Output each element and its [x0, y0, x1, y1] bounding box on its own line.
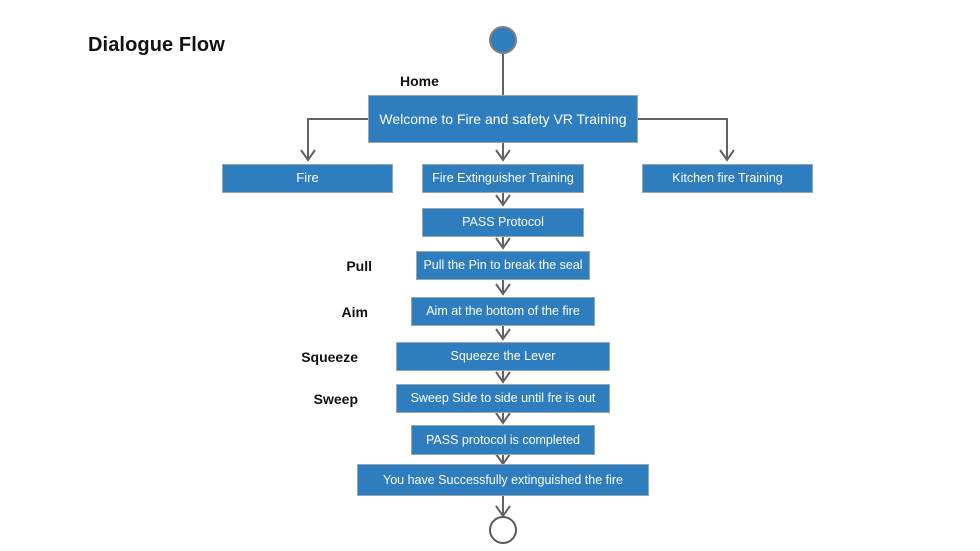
node-squeeze-step[interactable]: Squeeze the Lever — [396, 342, 610, 371]
node-success[interactable]: You have Successfully extinguished the f… — [357, 464, 649, 496]
end-circle[interactable] — [489, 516, 517, 544]
arrowhead-pass-protocol — [495, 194, 511, 207]
node-pass-completed[interactable]: PASS protocol is completed — [411, 425, 595, 455]
arrowhead-extinguisher — [495, 149, 511, 162]
step-label-squeeze: Squeeze — [301, 349, 358, 365]
node-aim-step[interactable]: Aim at the bottom of the fire — [411, 297, 595, 326]
arrowhead-sweep — [495, 371, 511, 384]
start-circle[interactable] — [489, 26, 517, 54]
arrowhead-pull — [495, 237, 511, 250]
arrowhead-completed — [495, 412, 511, 425]
node-fire-extinguisher-training[interactable]: Fire Extinguisher Training — [422, 164, 584, 193]
node-fire[interactable]: Fire — [222, 164, 393, 193]
node-pass-protocol[interactable]: PASS Protocol — [422, 208, 584, 237]
step-label-aim: Aim — [341, 304, 368, 320]
arrowhead-aim — [495, 283, 511, 296]
node-pull-step[interactable]: Pull the Pin to break the seal — [416, 251, 590, 280]
node-sweep-step[interactable]: Sweep Side to side until fre is out — [396, 384, 610, 413]
arrowhead-squeeze — [495, 328, 511, 341]
home-caption: Home — [400, 73, 439, 89]
connector-welcome-to-kitchen — [638, 118, 728, 158]
step-label-sweep: Sweep — [313, 391, 358, 407]
node-welcome[interactable]: Welcome to Fire and safety VR Training — [368, 95, 638, 143]
node-kitchen-fire-training[interactable]: Kitchen fire Training — [642, 164, 813, 193]
connector-welcome-to-fire — [307, 118, 368, 158]
arrowhead-fire — [300, 149, 316, 162]
page-title: Dialogue Flow — [88, 34, 225, 56]
step-label-pull: Pull — [346, 258, 372, 274]
arrowhead-kitchen — [719, 149, 735, 162]
